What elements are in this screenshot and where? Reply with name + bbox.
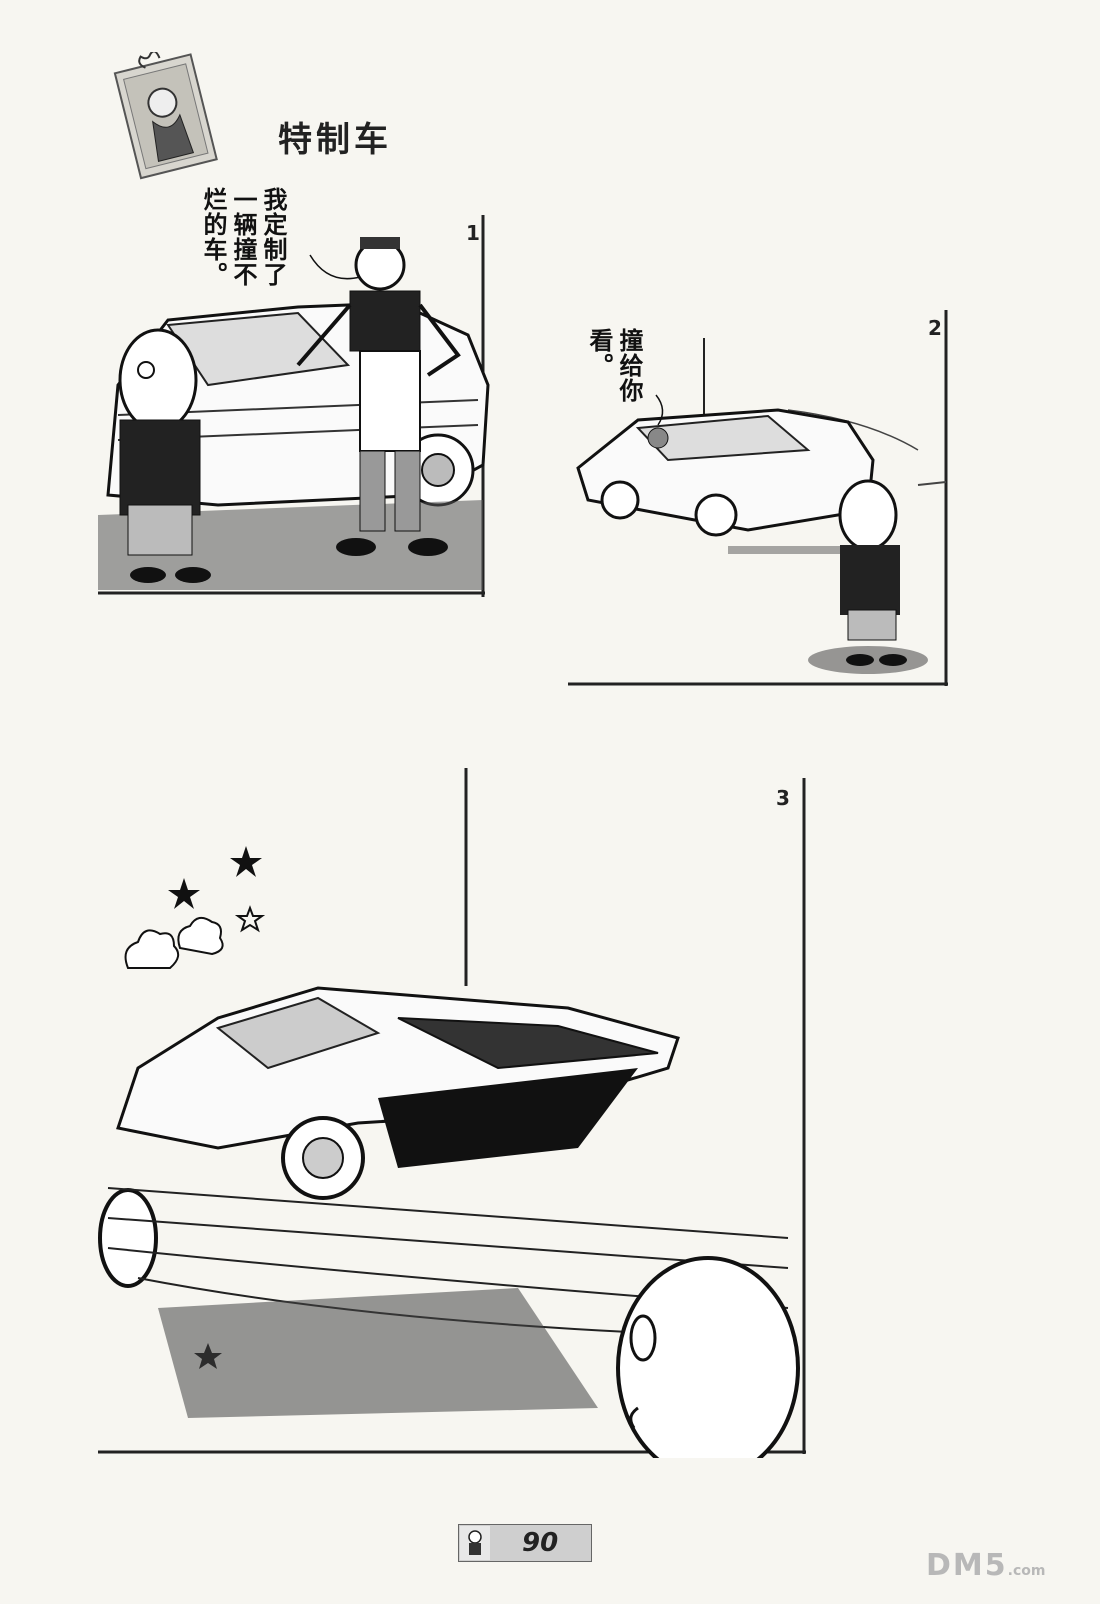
panel-number: 2 <box>928 316 942 340</box>
page-title: 特制车 <box>278 120 392 160</box>
watermark: DM5.com <box>926 1548 1045 1583</box>
character-thumbnail-icon <box>468 1530 482 1555</box>
speech-text: 我定制了一辆撞不烂的车。 <box>199 187 287 287</box>
speech-text: 撞给你看。 <box>585 328 643 403</box>
panel-3: 3 <box>98 768 812 1458</box>
watermark-suffix: .com <box>1007 1563 1046 1579</box>
character-photo-icon <box>113 52 218 180</box>
panel-number: 1 <box>466 221 480 245</box>
panel-number: 3 <box>776 786 790 810</box>
watermark-main: DM5 <box>926 1548 1008 1583</box>
panel-1: 1 我定制了一辆撞不烂的车。 <box>98 187 490 597</box>
panel-3-artwork <box>98 768 806 1458</box>
panel-2-artwork <box>568 310 948 686</box>
panel-2: 2 撞给你看。 <box>568 310 952 688</box>
panel-1-artwork <box>98 215 490 597</box>
page-number: 90 <box>522 1528 559 1558</box>
